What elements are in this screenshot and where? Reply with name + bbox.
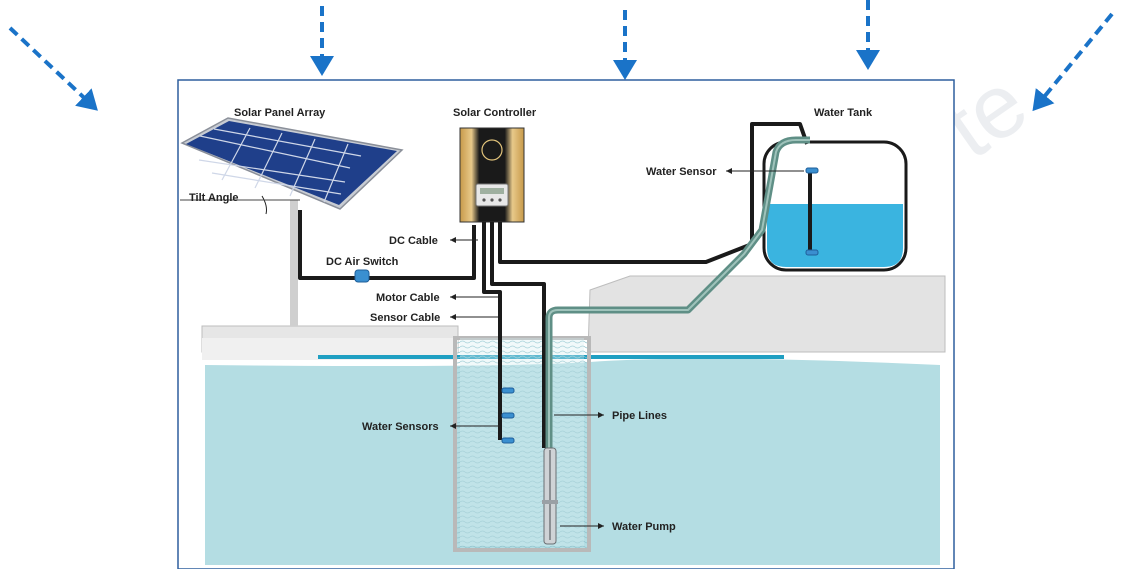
cables — [298, 122, 812, 448]
label-solar-panel-array: Solar Panel Array — [234, 107, 326, 119]
solar-controller — [459, 127, 525, 223]
arrow-right-diagonal — [1032, 12, 1114, 112]
label-water-tank: Water Tank — [814, 107, 873, 119]
label-water-sensor: Water Sensor — [646, 166, 717, 178]
callout-water-sensor: Water Sensor — [646, 166, 804, 178]
label-tilt-angle: Tilt Angle — [189, 192, 239, 204]
arrow-left-diagonal — [8, 26, 98, 111]
label-sensor-cable: Sensor Cable — [370, 312, 440, 324]
label-water-pump: Water Pump — [612, 521, 676, 533]
callout-motor-cable: Motor Cable — [376, 292, 498, 304]
dc-air-switch — [354, 269, 370, 283]
well-shaft — [453, 336, 591, 552]
water-sensor-tank-low — [805, 249, 819, 256]
label-dc-air-switch: DC Air Switch — [326, 256, 399, 268]
callout-sensor-cable: Sensor Cable — [370, 312, 498, 324]
callout-pipe-lines: Pipe Lines — [554, 410, 667, 422]
water-tank — [762, 140, 908, 272]
label-dc-cable: DC Cable — [389, 235, 438, 247]
callout-water-pump: Water Pump — [560, 521, 676, 533]
callout-water-sensors: Water Sensors — [362, 421, 500, 433]
water-pump — [542, 447, 558, 545]
label-pipe-lines: Pipe Lines — [612, 410, 667, 422]
ground-under-left — [202, 338, 458, 360]
callout-dc-cable: DC Cable — [389, 235, 478, 247]
label-water-sensors: Water Sensors — [362, 421, 439, 433]
blue-dashed-arrows — [8, 0, 1114, 112]
water-sensor-2 — [501, 412, 515, 419]
panel-post — [290, 200, 298, 326]
tilt-angle-arc — [261, 195, 267, 215]
label-motor-cable: Motor Cable — [376, 292, 440, 304]
label-solar-controller: Solar Controller — [453, 107, 537, 119]
water-sensor-1 — [501, 387, 515, 394]
water-sensor-3 — [501, 437, 515, 444]
water-sensor-tank — [805, 167, 819, 174]
well-inner — [460, 338, 584, 546]
raised-ground — [587, 275, 946, 353]
solar-panel-array — [180, 117, 404, 210]
